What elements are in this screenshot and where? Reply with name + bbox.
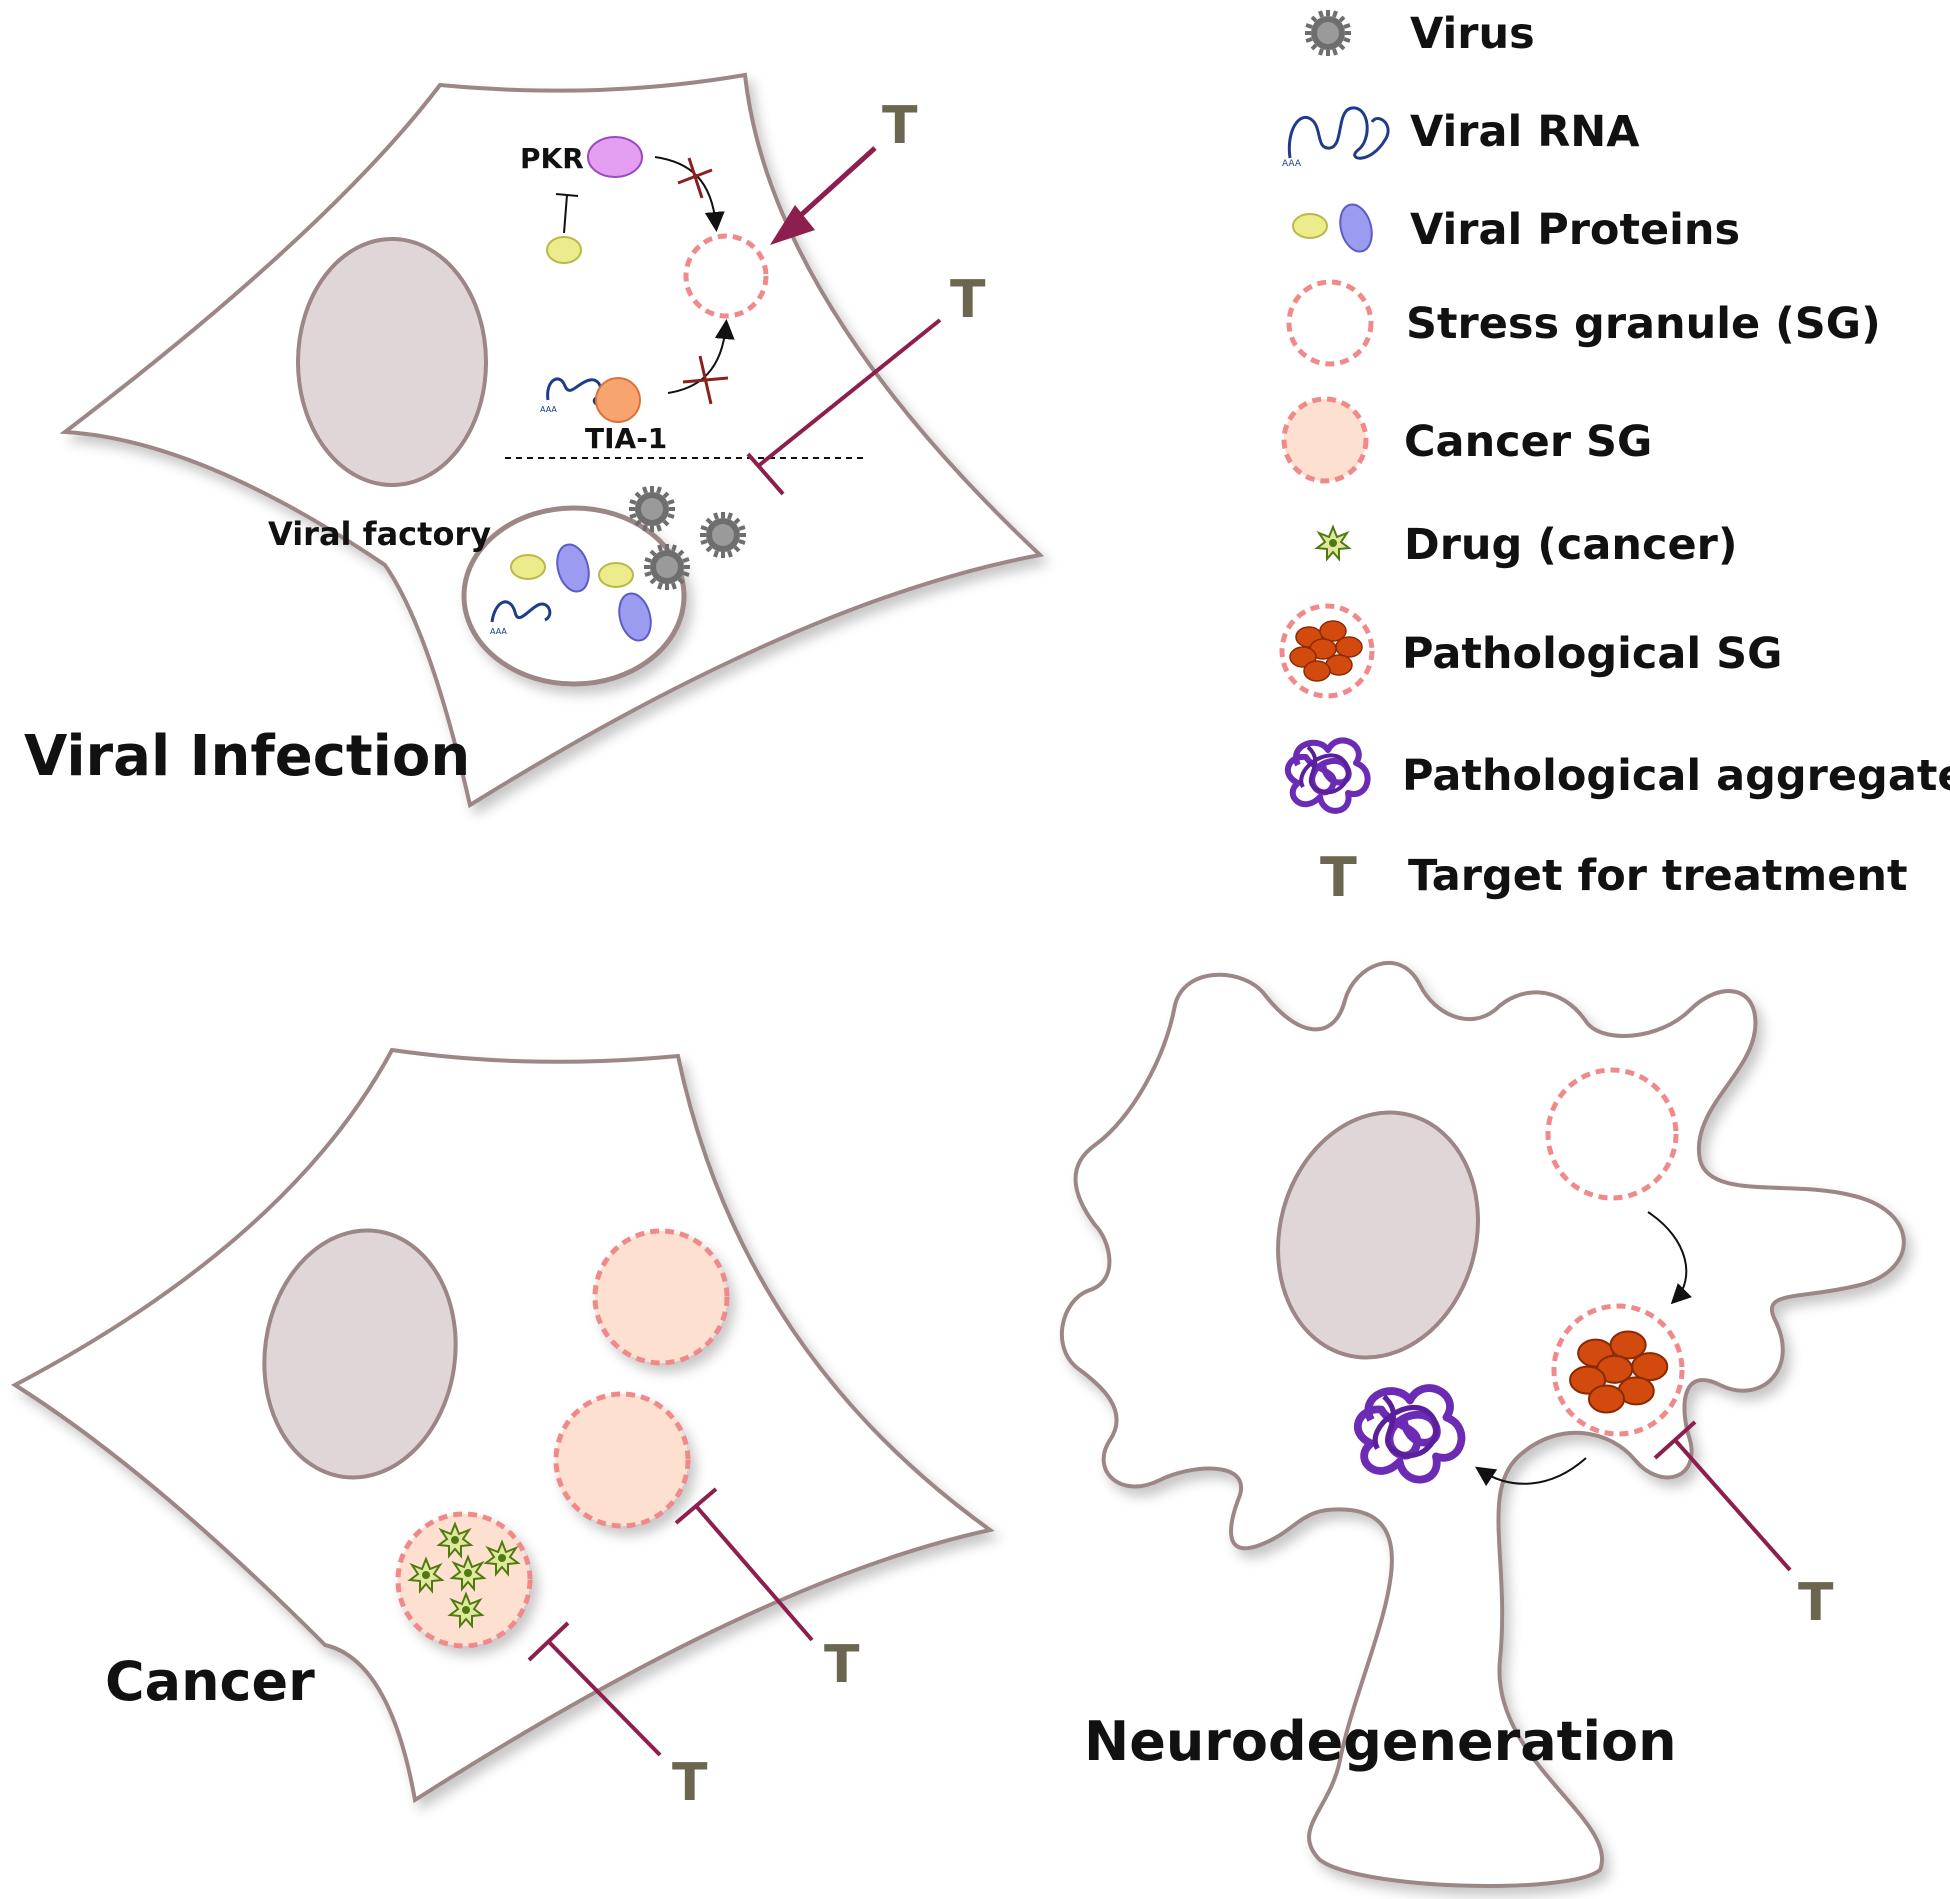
viral-protein-blue (556, 543, 590, 593)
legend-polya: AAA (1282, 159, 1302, 169)
viral-factory-vesicle (461, 505, 687, 687)
target-inhibition-line (547, 1640, 662, 1757)
legend-viral-rna: Viral RNA (1410, 107, 1640, 157)
legend-t-icon: T (1320, 846, 1357, 909)
viral-rna-polya: AAA (540, 405, 557, 414)
virus-icon (1303, 8, 1353, 58)
target-t: T (672, 1753, 708, 1813)
viral-protein-blue (618, 592, 652, 642)
cancer-cell-outline (11, 1047, 995, 1804)
target-inhibition-line (694, 1504, 814, 1642)
cancer-sg (553, 1391, 691, 1529)
stress-granule (683, 233, 769, 319)
viral-rna-tia1 (546, 377, 613, 407)
viral-infection-panel: AAA Viral factory PKR AAA TIA-1 (24, 72, 1045, 809)
neuron-outline (1060, 960, 1906, 1888)
target-t: T (1798, 1573, 1834, 1633)
pkr-label: PKR (520, 142, 584, 175)
target-inhibition-line (755, 318, 942, 469)
pkr-protein (587, 136, 643, 178)
target-t: T (824, 1635, 860, 1695)
viral-protein-yellow (546, 236, 582, 264)
legend-drug: Drug (cancer) (1404, 520, 1738, 570)
viral-rna-icon (1287, 106, 1390, 160)
viral-protein-blue-icon (1339, 203, 1373, 253)
target-inhibition-line (1673, 1438, 1792, 1572)
viral-protein-yellow-icon (1292, 213, 1328, 239)
tia1-protein (595, 377, 641, 423)
neurodegeneration-panel: T Neurodegeneration (1060, 960, 1906, 1888)
tia1-label: TIA-1 (585, 422, 667, 455)
pathological-to-aggregate-arrow (1475, 1457, 1587, 1487)
cancer-sg (592, 1228, 730, 1366)
target-inhibition-bar (674, 1487, 718, 1525)
inhibition-bar (555, 193, 579, 197)
target-inhibition-bar (1653, 1420, 1697, 1460)
cancer-nucleus (262, 1228, 458, 1480)
target-inhibition-bar (746, 452, 785, 496)
viral-nucleus (296, 237, 488, 487)
viral-protein-yellow (510, 554, 546, 580)
target-t: T (950, 270, 986, 330)
tia1-arrow (667, 319, 735, 394)
cancer-panel: T T Cancer (11, 1047, 995, 1813)
legend-target: Target for treatment (1408, 851, 1908, 901)
legend-pathological-aggregate: Pathological aggregate (1402, 751, 1950, 801)
blocked-x-icon (677, 157, 713, 199)
legend-stress-granule: Stress granule (SG) (1406, 299, 1881, 349)
legend-virus: Virus (1410, 9, 1535, 59)
viral-rna-polya: AAA (490, 627, 507, 636)
neuron-nucleus (1276, 1110, 1480, 1360)
cancer-title: Cancer (105, 1650, 315, 1713)
target-arrow-shaft (788, 146, 877, 227)
inhibition-line (563, 194, 568, 234)
viral-protein-yellow (598, 562, 634, 588)
pathological-aggregate-icon (1288, 740, 1368, 810)
stress-granule (1545, 1067, 1679, 1201)
legend-viral-proteins: Viral Proteins (1410, 205, 1740, 255)
viral-cell-outline (59, 72, 1045, 809)
target-inhibition-bar (527, 1621, 570, 1662)
blocked-x-icon (682, 355, 729, 405)
viral-infection-title: Viral Infection (24, 724, 470, 789)
target-t: T (882, 96, 918, 156)
target-arrowhead (770, 205, 815, 245)
viral-factory-label: Viral factory (268, 515, 491, 553)
legend-pathological-sg: Pathological SG (1402, 629, 1782, 679)
cancer-sg-icon (1281, 396, 1369, 484)
viral-rna-in-factory (490, 600, 552, 623)
legend-cancer-sg: Cancer SG (1404, 417, 1652, 467)
neurodegeneration-title: Neurodegeneration (1084, 1710, 1677, 1773)
sg-to-pathological-arrow (1647, 1211, 1692, 1305)
legend: Virus AAA Viral RNA Viral Proteins Stres… (1279, 8, 1950, 909)
stress-granule-icon (1286, 279, 1374, 367)
drug-icon (1316, 526, 1350, 560)
